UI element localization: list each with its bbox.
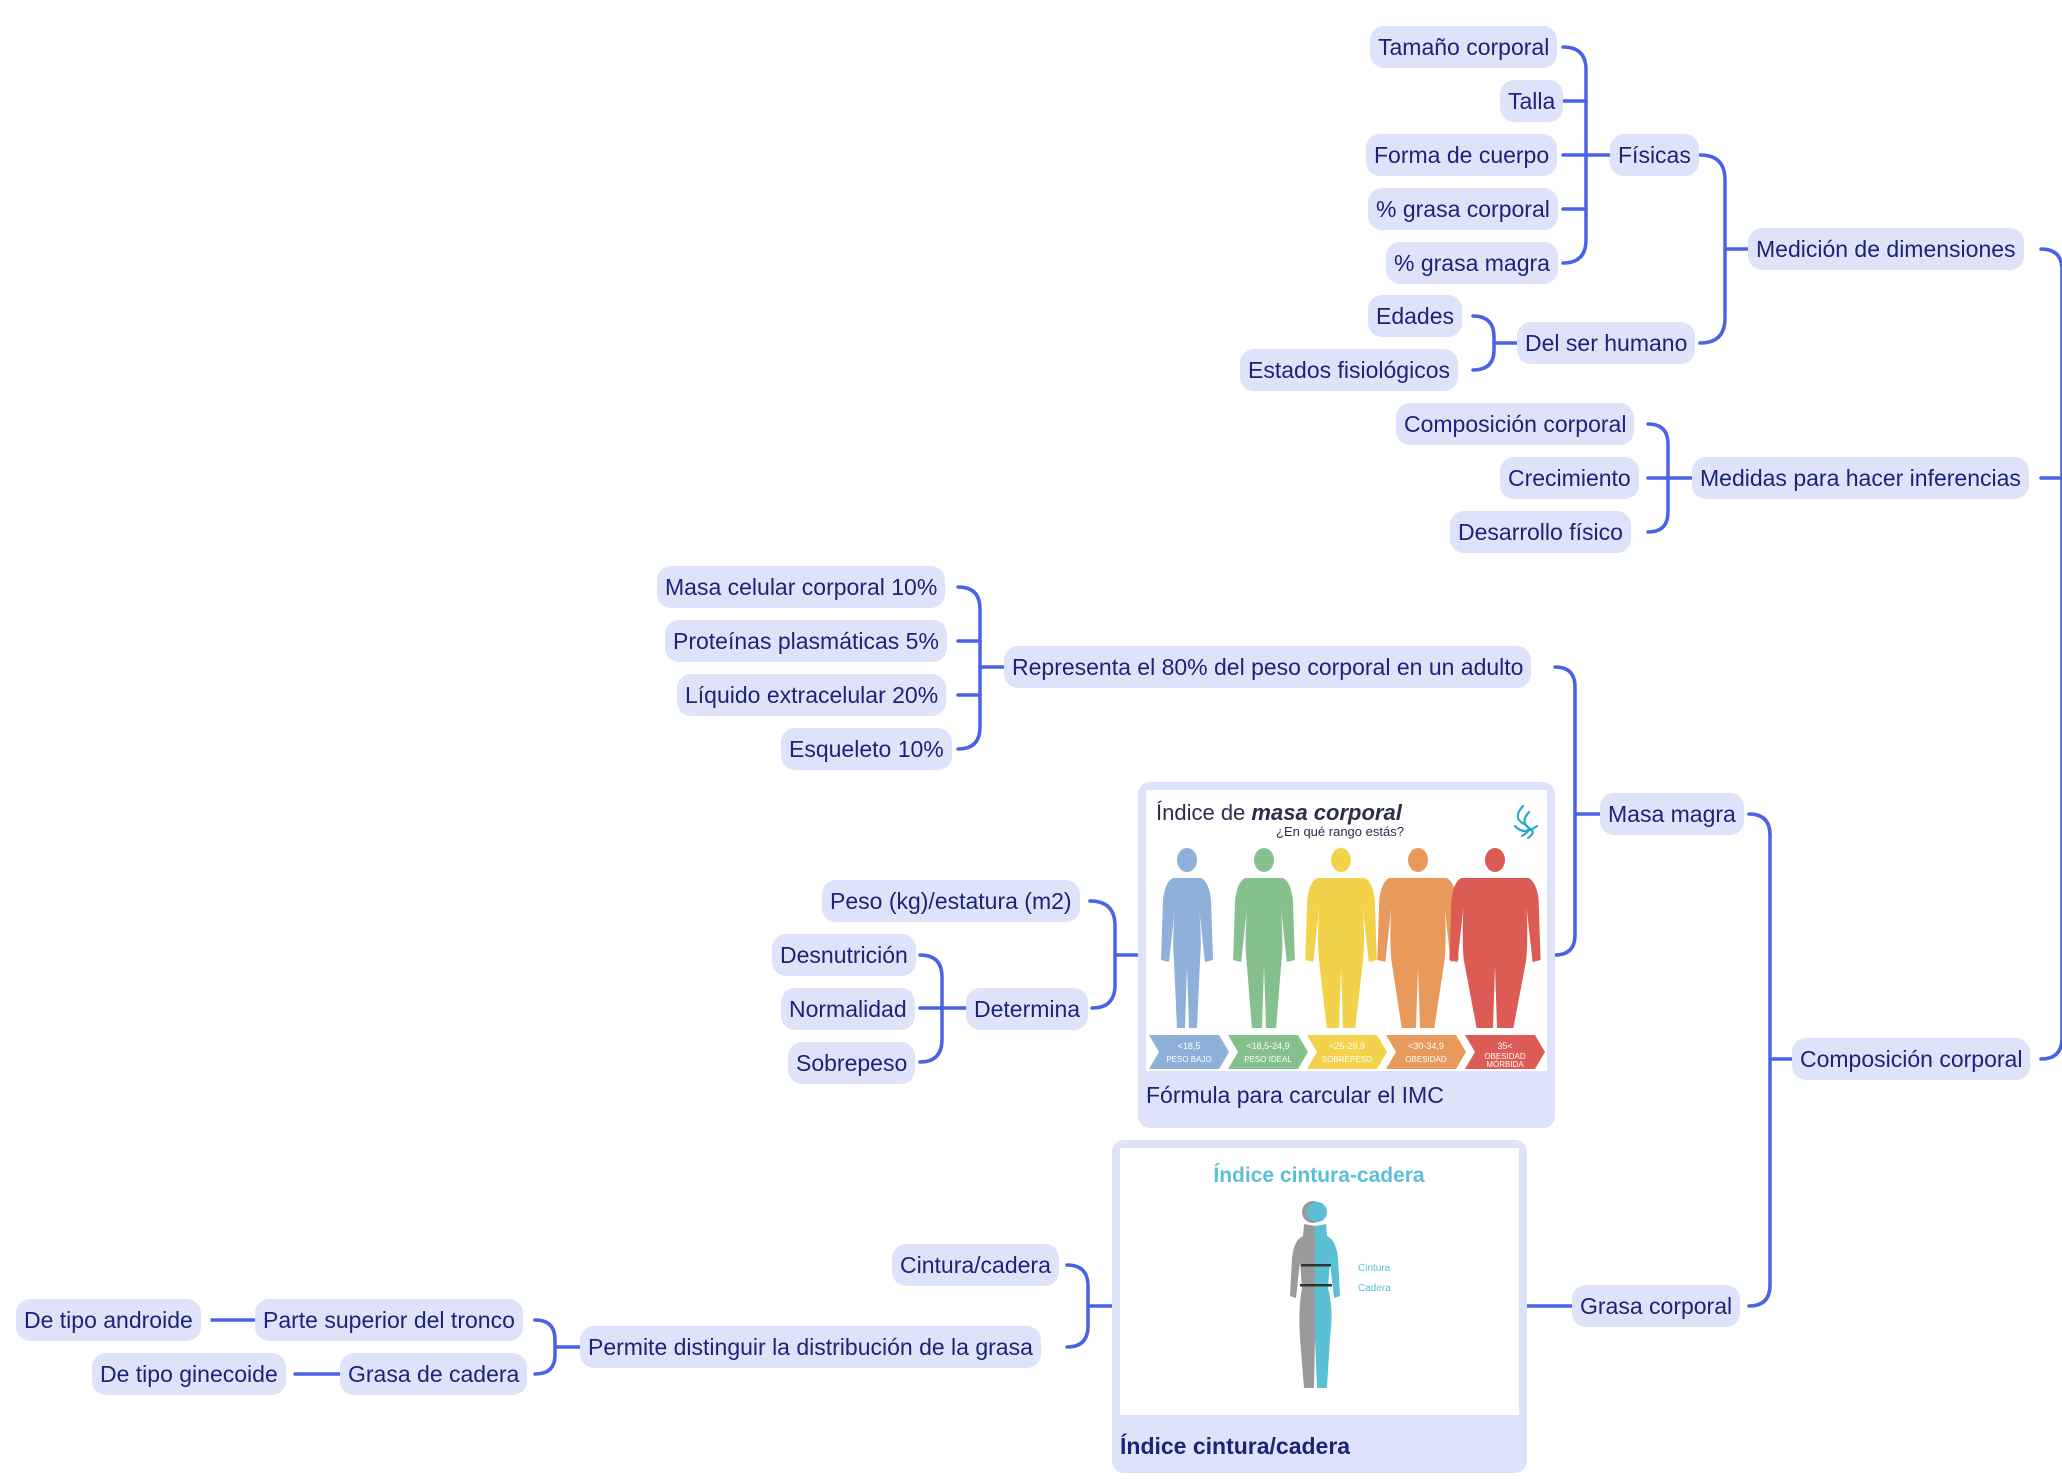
connector-icc	[1065, 1263, 1090, 1349]
range-value: <25-29,9	[1329, 1041, 1365, 1051]
connector-imc	[1088, 899, 1117, 1010]
range-ribbon	[1149, 1035, 1229, 1069]
node-forma-de-cuerpo[interactable]: Forma de cuerpo	[1366, 134, 1558, 176]
node-grasa-de-cadera[interactable]: Grasa de cadera	[340, 1353, 528, 1395]
range-label: PESO BAJO	[1166, 1055, 1211, 1064]
node-cintura-cadera[interactable]: Cintura/cadera	[892, 1244, 1059, 1286]
range-label: MÓRBIDA	[1486, 1060, 1524, 1069]
connector-medicion	[1698, 153, 1727, 345]
range-value: <18,5	[1178, 1041, 1201, 1051]
range-value: 35<	[1497, 1041, 1512, 1051]
range-label: OBESIDAD	[1484, 1052, 1526, 1061]
water-drop-icon	[1513, 804, 1539, 840]
range-ribbon	[1228, 1035, 1308, 1069]
body-silhouettes	[1161, 848, 1541, 1028]
connector-permite	[533, 1318, 557, 1376]
bmi-infographic-svg: Índice de masa corporal ¿En qué rango es…	[1149, 800, 1545, 1069]
node-parte-superior-tronco[interactable]: Parte superior del tronco	[255, 1299, 523, 1341]
bmi-subtitle: ¿En qué rango estás?	[1276, 824, 1404, 839]
node-estados-fisiologicos[interactable]: Estados fisiológicos	[1240, 349, 1458, 391]
node-fisicas[interactable]: Físicas	[1610, 134, 1699, 176]
range-label: OBESIDAD	[1405, 1055, 1447, 1064]
range-ribbon	[1465, 1035, 1545, 1069]
node-esqueleto[interactable]: Esqueleto 10%	[781, 728, 952, 770]
range-ribbon	[1307, 1035, 1387, 1069]
connector-masa-magra	[1553, 665, 1577, 957]
body-silhouette	[1161, 848, 1213, 1028]
icc-card-caption: Índice cintura/cadera	[1120, 1433, 1351, 1459]
range-label: SOBREPESO	[1322, 1055, 1372, 1064]
node-de-tipo-androide[interactable]: De tipo androide	[16, 1299, 201, 1341]
bmi-title: Índice de masa corporal	[1156, 800, 1403, 825]
node-grasa-magra-pct[interactable]: % grasa magra	[1386, 242, 1558, 284]
body-silhouette	[1305, 848, 1377, 1028]
node-proteinas-plasmaticas[interactable]: Proteínas plasmáticas 5%	[665, 620, 947, 662]
imc-card-caption: Fórmula para carcular el IMC	[1146, 1082, 1444, 1108]
connector-representa	[956, 585, 982, 751]
connector-fisicas-leaves	[1561, 99, 1612, 211]
node-masa-magra[interactable]: Masa magra	[1600, 793, 1744, 835]
node-composicion-corporal[interactable]: Composición corporal	[1792, 1038, 2031, 1080]
connector-ser-humano	[1471, 314, 1496, 372]
node-peso-estatura[interactable]: Peso (kg)/estatura (m2)	[822, 880, 1080, 922]
connector-root	[2039, 247, 2062, 1061]
body-silhouette	[1449, 848, 1541, 1028]
node-representa-80[interactable]: Representa el 80% del peso corporal en u…	[1004, 646, 1532, 688]
node-grasa-corporal-pct[interactable]: % grasa corporal	[1368, 188, 1558, 230]
node-normalidad[interactable]: Normalidad	[781, 988, 915, 1030]
waist-hip-infographic-svg: Índice cintura-cadera Cintura Cadera	[1213, 1164, 1425, 1388]
node-permite-distinguir[interactable]: Permite distinguir la distribución de la…	[580, 1326, 1041, 1368]
label-cadera: Cadera	[1358, 1283, 1391, 1294]
imc-card[interactable]: Índice de masa corporal ¿En qué rango es…	[1138, 782, 1555, 1128]
body-silhouette	[1377, 848, 1459, 1028]
node-masa-celular[interactable]: Masa celular corporal 10%	[657, 566, 946, 608]
node-talla[interactable]: Talla	[1500, 80, 1564, 122]
range-value: <18,5-24,9	[1246, 1041, 1289, 1051]
node-edades[interactable]: Edades	[1368, 295, 1463, 337]
icc-title: Índice cintura-cadera	[1213, 1164, 1425, 1187]
node-liquido-extracelular[interactable]: Líquido extracelular 20%	[677, 674, 947, 716]
connector-composicion	[1747, 812, 1772, 1308]
icc-card[interactable]: Índice cintura-cadera Cintura Cadera Índ…	[1112, 1140, 1527, 1473]
node-composicion-corporal-sub[interactable]: Composición corporal	[1396, 403, 1635, 445]
body-figure	[1290, 1201, 1340, 1388]
node-medidas-inferencias[interactable]: Medidas para hacer inferencias	[1692, 457, 2029, 499]
body-silhouette	[1233, 848, 1295, 1028]
node-desarrollo-fisico[interactable]: Desarrollo físico	[1450, 511, 1631, 553]
waist-hip-infographic: Índice cintura-cadera Cintura Cadera	[1120, 1148, 1519, 1415]
label-cintura: Cintura	[1358, 1263, 1391, 1274]
node-medicion-de-dimensiones[interactable]: Medición de dimensiones	[1748, 228, 2024, 270]
bmi-infographic: Índice de masa corporal ¿En qué rango es…	[1146, 790, 1547, 1071]
node-tamano-corporal[interactable]: Tamaño corporal	[1370, 26, 1558, 68]
node-desnutricion[interactable]: Desnutrición	[772, 934, 916, 976]
connector-representa-leaves	[956, 639, 1006, 697]
node-crecimiento[interactable]: Crecimiento	[1500, 457, 1639, 499]
range-value: <30-34,9	[1408, 1041, 1444, 1051]
node-determina[interactable]: Determina	[966, 988, 1089, 1030]
node-grasa-corporal[interactable]: Grasa corporal	[1572, 1285, 1741, 1327]
node-sobrepeso[interactable]: Sobrepeso	[788, 1042, 916, 1084]
node-de-tipo-ginecoide[interactable]: De tipo ginecoide	[92, 1353, 286, 1395]
range-label: PESO IDEAL	[1244, 1055, 1292, 1064]
node-del-ser-humano[interactable]: Del ser humano	[1517, 322, 1696, 364]
range-ribbon	[1386, 1035, 1466, 1069]
